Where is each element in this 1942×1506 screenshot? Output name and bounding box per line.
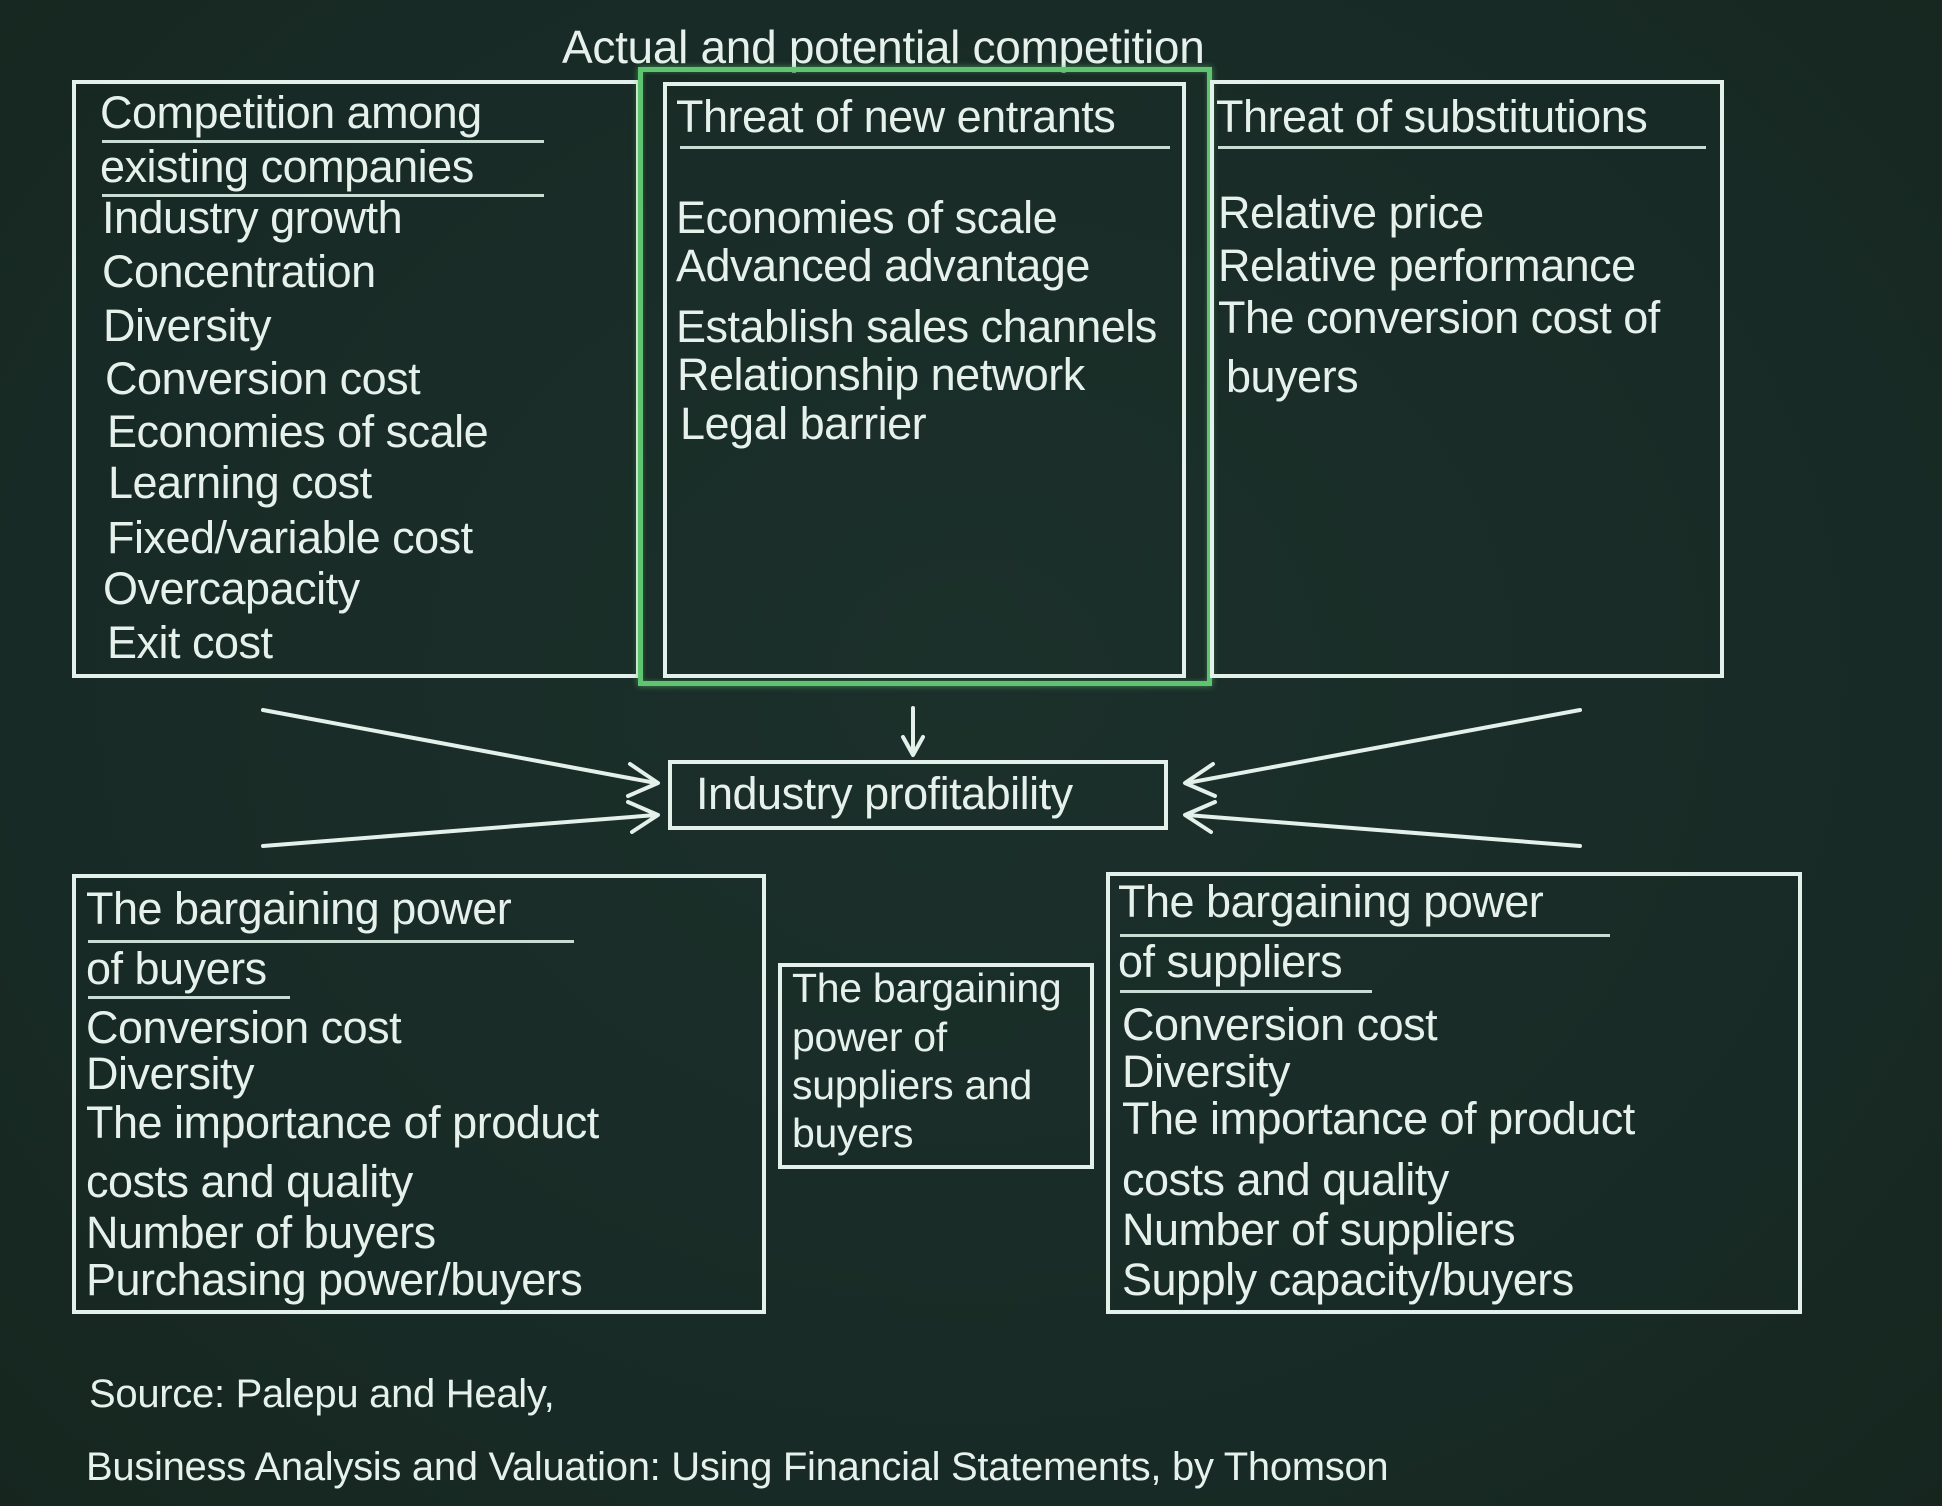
list-item: Diversity bbox=[1122, 1046, 1291, 1097]
buyers-box bbox=[72, 874, 766, 1314]
arrow-from-new-entrants bbox=[901, 706, 925, 757]
arrow-from-buyers bbox=[261, 800, 660, 848]
list-item: The importance of product bbox=[1122, 1093, 1635, 1144]
highlight-frame bbox=[638, 67, 1212, 686]
arrow-from-existing-competition bbox=[261, 708, 660, 798]
arrow-from-suppliers bbox=[1183, 800, 1582, 848]
list-item: Fixed/variable cost bbox=[107, 512, 473, 563]
heading-underline bbox=[1120, 990, 1372, 993]
list-item: Legal barrier bbox=[680, 398, 927, 449]
list-item: Diversity bbox=[103, 300, 272, 351]
suppliers-box bbox=[1106, 872, 1802, 1314]
diagram-title: Actual and potential competition bbox=[562, 21, 1205, 73]
list-item: Relationship network bbox=[677, 349, 1085, 400]
substitutions-heading: Threat of substitutions bbox=[1216, 91, 1648, 142]
heading-underline bbox=[1218, 146, 1706, 149]
list-item: Economies of scale bbox=[107, 406, 489, 457]
list-item: The importance of product bbox=[86, 1097, 599, 1148]
heading-underline bbox=[680, 146, 1170, 149]
list-item: Learning cost bbox=[108, 457, 372, 508]
middle-box-line: The bargaining bbox=[792, 965, 1062, 1011]
list-item: Overcapacity bbox=[103, 563, 360, 614]
list-item: Number of suppliers bbox=[1122, 1204, 1516, 1255]
buyers-heading-line2: of buyers bbox=[86, 943, 267, 994]
source-line-2: Business Analysis and Valuation: Using F… bbox=[86, 1445, 1389, 1489]
suppliers-heading-line1: The bargaining power bbox=[1118, 876, 1544, 927]
new-entrants-box bbox=[663, 82, 1186, 678]
heading-underline bbox=[1120, 934, 1610, 937]
list-item: Economies of scale bbox=[676, 192, 1058, 243]
list-item: Relative price bbox=[1218, 187, 1484, 238]
heading-underline bbox=[88, 996, 290, 999]
existing-competition-heading-line2: existing companies bbox=[100, 141, 474, 192]
existing-competition-heading-line1: Competition among bbox=[100, 87, 482, 138]
list-item: Exit cost bbox=[107, 617, 273, 668]
heading-underline bbox=[102, 194, 544, 197]
source-line-1: Source: Palepu and Healy, bbox=[89, 1372, 555, 1416]
industry-profitability-label: Industry profitability bbox=[696, 768, 1073, 819]
buyers-heading-line1: The bargaining power bbox=[86, 883, 512, 934]
middle-box-line: power of bbox=[792, 1014, 947, 1060]
middle-box-line: buyers bbox=[792, 1110, 914, 1156]
suppliers-and-buyers-box bbox=[778, 963, 1094, 1169]
list-item: Purchasing power/buyers bbox=[86, 1254, 583, 1305]
list-item: Establish sales channels bbox=[676, 301, 1157, 352]
suppliers-heading-line2: of suppliers bbox=[1118, 936, 1343, 987]
heading-underline bbox=[88, 940, 574, 943]
list-item: costs and quality bbox=[1122, 1154, 1449, 1205]
middle-box-line: suppliers and bbox=[792, 1062, 1032, 1108]
list-item: Concentration bbox=[102, 246, 376, 297]
arrow-from-substitutions bbox=[1183, 708, 1582, 798]
heading-underline bbox=[102, 140, 544, 143]
list-item: The conversion cost of bbox=[1218, 292, 1660, 343]
industry-profitability-box bbox=[668, 760, 1168, 830]
list-item: Diversity bbox=[86, 1048, 255, 1099]
list-item: Industry growth bbox=[102, 192, 403, 243]
list-item: Number of buyers bbox=[86, 1207, 436, 1258]
list-item: costs and quality bbox=[86, 1156, 413, 1207]
list-item: Conversion cost bbox=[105, 353, 421, 404]
list-item: Advanced advantage bbox=[676, 240, 1090, 291]
substitutions-box bbox=[1210, 80, 1724, 678]
list-item: Conversion cost bbox=[86, 1002, 402, 1053]
list-item: Relative performance bbox=[1218, 240, 1636, 291]
new-entrants-heading: Threat of new entrants bbox=[676, 91, 1116, 142]
list-item: buyers bbox=[1226, 351, 1359, 402]
list-item: Conversion cost bbox=[1122, 999, 1438, 1050]
list-item: Supply capacity/buyers bbox=[1122, 1254, 1574, 1305]
